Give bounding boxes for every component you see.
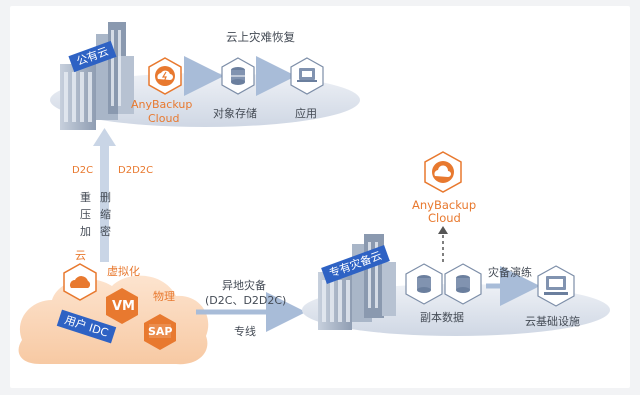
replica-data-label: 副本数据 <box>420 311 464 324</box>
virtual-source-label: 虚拟化 <box>107 265 140 278</box>
dr-drill-label: 灾备演练 <box>488 266 532 279</box>
anybackup-top-label-1: AnyBackup <box>131 98 193 111</box>
physical-source-label: 物理 <box>153 290 175 303</box>
anybackup-right-label-2: Cloud <box>428 211 461 225</box>
idc-cloud-shape <box>18 275 209 365</box>
upload-arrow-shaft <box>100 142 109 262</box>
d2c-label: D2C <box>72 165 94 176</box>
object-storage-label: 对象存储 <box>213 107 257 120</box>
upload-arrow-head <box>93 128 116 146</box>
cloud-source-label: 云 <box>75 249 86 262</box>
anybackup-top-label-2: Cloud <box>148 112 180 125</box>
public-cloud-buildings <box>60 22 134 130</box>
vm-source-hex <box>106 288 138 324</box>
encrypt-label: 加密 <box>80 225 120 238</box>
d2d2c-label: D2D2C <box>118 165 154 176</box>
sap-source-hex <box>144 314 176 350</box>
application-label: 应用 <box>295 107 317 120</box>
dedicated-line-label: 专线 <box>234 325 256 338</box>
dedup-label: 重删 <box>80 191 120 204</box>
remote-backup-modes: (D2C、D2D2C) <box>205 294 287 307</box>
sap-logo-text: SAP <box>148 325 173 338</box>
anybackup-right-label-1: AnyBackup <box>412 198 477 212</box>
remote-backup-label: 异地灾备 <box>222 279 266 292</box>
compress-label: 压缩 <box>80 208 120 221</box>
cloud-infra-label: 云基础设施 <box>525 315 580 328</box>
vm-logo-text: VM <box>112 299 135 314</box>
cloud-dr-title: 云上灾难恢复 <box>226 30 295 44</box>
